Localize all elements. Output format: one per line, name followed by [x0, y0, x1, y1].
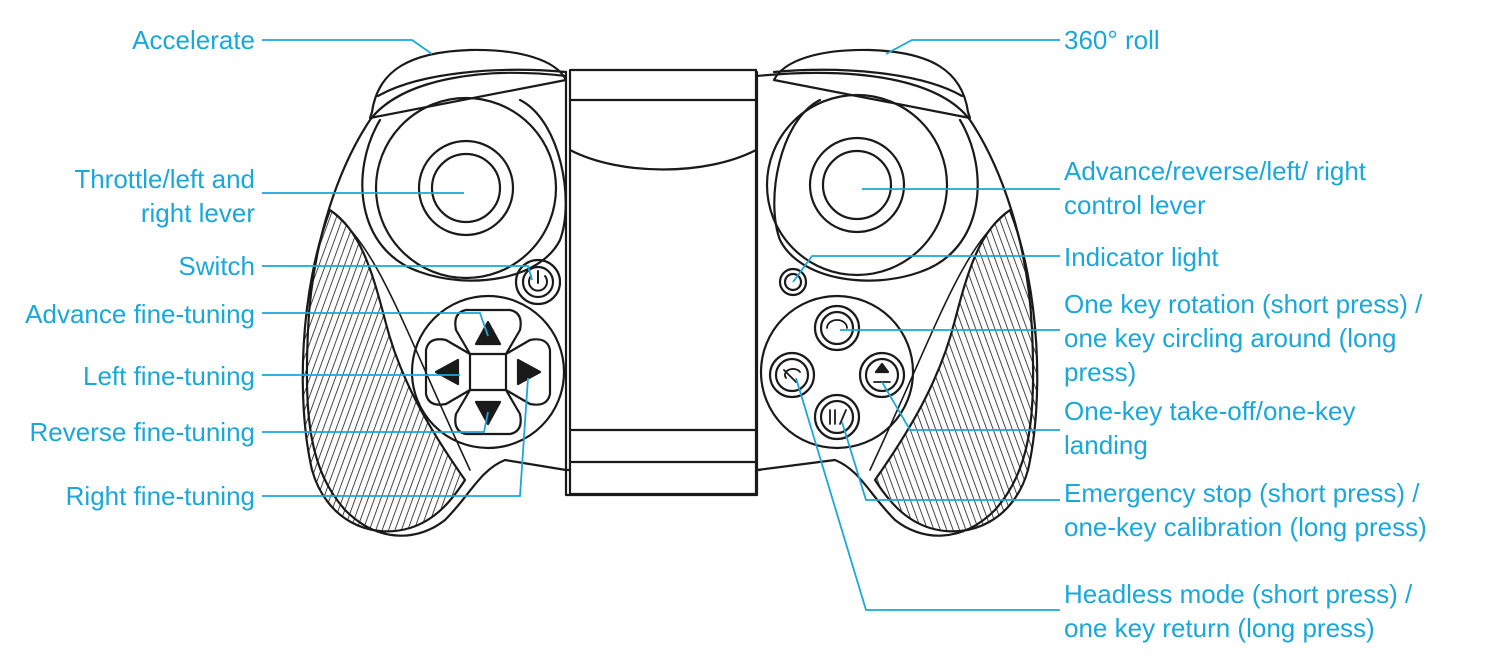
emergency-stop-button [813, 393, 861, 441]
label-reverse-fine-tuning: Reverse fine-tuning [29, 417, 255, 447]
left-shoulder-button [368, 48, 568, 120]
right-grip [873, 208, 1039, 533]
label-left-fine-tuning: Left fine-tuning [82, 361, 255, 391]
rotation-button [813, 304, 861, 352]
action-ring [759, 294, 915, 450]
right-shoulder-button [772, 48, 972, 120]
label-headless-mode: Headless mode (short press) / one key re… [1064, 579, 1413, 643]
label-indicator-light: Indicator light [1064, 242, 1219, 272]
dpad-left [424, 338, 472, 406]
label-right-fine-tuning: Right fine-tuning [65, 481, 255, 511]
dpad-ring [410, 294, 566, 450]
label-takeoff-landing: One-key take-off/one-key landing [1064, 396, 1356, 460]
dpad-right [504, 338, 552, 406]
indicator-light [778, 267, 808, 297]
label-throttle-lever: Throttle/left and right lever [74, 164, 255, 228]
label-one-key-rotation: One key rotation (short press) / one key… [1064, 289, 1423, 387]
right-stick [808, 136, 906, 234]
label-advance-fine-tuning: Advance fine-tuning [25, 299, 255, 329]
phone-clamp [568, 68, 758, 496]
dpad-up [454, 308, 522, 356]
callout-lines [262, 39, 1060, 611]
label-emergency-stop: Emergency stop (short press) / one-key c… [1064, 478, 1427, 542]
takeoff-landing-button [858, 351, 906, 399]
left-grip [301, 208, 467, 533]
label-switch: Switch [178, 251, 255, 281]
label-control-lever: Advance/reverse/left/ right control leve… [1064, 156, 1367, 220]
headless-button [768, 351, 816, 399]
power-button [514, 258, 562, 306]
label-accelerate: Accelerate [132, 25, 255, 55]
label-360-roll: 360° roll [1064, 25, 1160, 55]
left-stick [417, 139, 515, 237]
